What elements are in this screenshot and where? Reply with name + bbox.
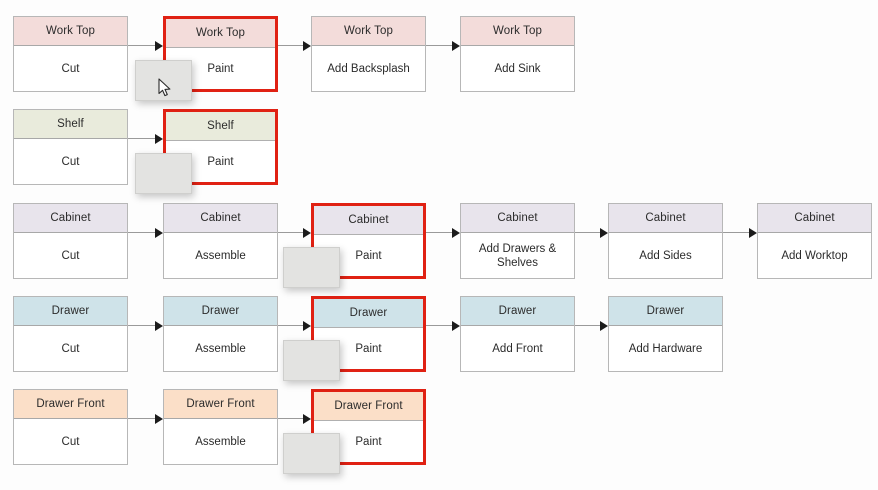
node-task-label: Add Hardware — [609, 326, 722, 371]
node-header-label: Cabinet — [461, 204, 574, 233]
node-header-label: Cabinet — [758, 204, 871, 233]
arrowhead-icon — [600, 321, 608, 331]
drag-ghost-work-top[interactable] — [135, 60, 192, 101]
arrowhead-icon — [303, 321, 311, 331]
node-header-label: Shelf — [166, 112, 275, 141]
node-header-label: Drawer Front — [164, 390, 277, 419]
arrowhead-icon — [452, 321, 460, 331]
arrowhead-icon — [155, 41, 163, 51]
node-task-label: Assemble — [164, 326, 277, 371]
node-task-label: Add Backsplash — [312, 46, 425, 91]
node-task-label: Cut — [14, 139, 127, 184]
connector-cabinet-0 — [128, 232, 156, 233]
node-task-label: Add Drawers & Shelves — [461, 233, 574, 278]
arrowhead-icon — [303, 228, 311, 238]
node-header-label: Work Top — [14, 17, 127, 46]
node-header-label: Work Top — [312, 17, 425, 46]
node-header-label: Drawer — [14, 297, 127, 326]
arrowhead-icon — [749, 228, 757, 238]
connector-work-top-2 — [426, 45, 453, 46]
node-header-label: Cabinet — [164, 204, 277, 233]
connector-cabinet-2 — [426, 232, 453, 233]
drag-ghost-cabinet[interactable] — [283, 247, 340, 288]
arrowhead-icon — [303, 41, 311, 51]
drag-ghost-drawer-front[interactable] — [283, 433, 340, 474]
arrowhead-icon — [600, 228, 608, 238]
connector-cabinet-1 — [278, 232, 304, 233]
node-header-label: Drawer Front — [314, 392, 423, 421]
node-header-label: Drawer Front — [14, 390, 127, 419]
drag-ghost-shelf[interactable] — [135, 153, 192, 194]
connector-drawer-1 — [278, 325, 304, 326]
connector-cabinet-4 — [723, 232, 750, 233]
node-task-label: Add Sides — [609, 233, 722, 278]
node-header-label: Shelf — [14, 110, 127, 139]
drag-ghost-drawer[interactable] — [283, 340, 340, 381]
node-header-label: Cabinet — [314, 206, 423, 235]
node-task-label: Cut — [14, 233, 127, 278]
node-task-label: Cut — [14, 46, 127, 91]
connector-drawer-3 — [575, 325, 601, 326]
connector-drawer-2 — [426, 325, 453, 326]
node-task-label: Add Worktop — [758, 233, 871, 278]
node-header-label: Cabinet — [14, 204, 127, 233]
connector-work-top-1 — [278, 45, 304, 46]
arrowhead-icon — [155, 134, 163, 144]
arrowhead-icon — [303, 414, 311, 424]
arrowhead-icon — [155, 321, 163, 331]
node-header-label: Drawer — [164, 297, 277, 326]
arrowhead-icon — [452, 228, 460, 238]
node-task-label: Cut — [14, 419, 127, 464]
node-header-label: Drawer — [461, 297, 574, 326]
connector-shelf-0 — [128, 138, 156, 139]
node-task-label: Assemble — [164, 233, 277, 278]
connector-work-top-0 — [128, 45, 156, 46]
connector-drawer-front-0 — [128, 418, 156, 419]
node-header-label: Cabinet — [609, 204, 722, 233]
node-task-label: Add Front — [461, 326, 574, 371]
node-task-label: Cut — [14, 326, 127, 371]
connector-drawer-0 — [128, 325, 156, 326]
node-header-label: Work Top — [166, 19, 275, 48]
arrowhead-icon — [452, 41, 460, 51]
connector-cabinet-3 — [575, 232, 601, 233]
node-header-label: Drawer — [609, 297, 722, 326]
node-header-label: Work Top — [461, 17, 574, 46]
node-header-label: Drawer — [314, 299, 423, 328]
arrowhead-icon — [155, 228, 163, 238]
arrowhead-icon — [155, 414, 163, 424]
connector-drawer-front-1 — [278, 418, 304, 419]
node-task-label: Assemble — [164, 419, 277, 464]
node-task-label: Add Sink — [461, 46, 574, 91]
